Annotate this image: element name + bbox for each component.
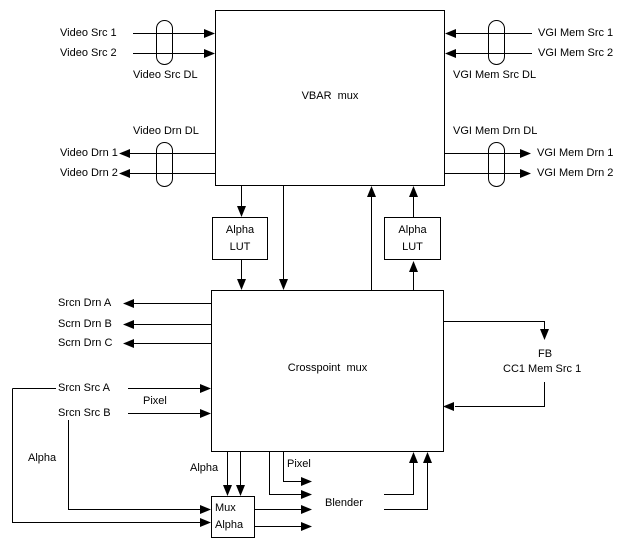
label-vgi-mem-drn-1: VGI Mem Drn 1 bbox=[537, 147, 614, 159]
wire-fb-to-crosspoint bbox=[443, 382, 545, 411]
label-vgi-mem-drn-2: VGI Mem Drn 2 bbox=[537, 167, 614, 179]
wire-video-src-2 bbox=[133, 49, 215, 58]
wire-alpha-lut-right-to-vbar bbox=[409, 186, 418, 217]
wire-alpha-lut-left-to-crosspoint bbox=[237, 260, 246, 290]
label-video-drn-1: Video Drn 1 bbox=[60, 147, 118, 159]
vbar-mux-box bbox=[215, 10, 445, 186]
mux-alpha-box: Mux Alpha bbox=[211, 496, 255, 538]
vgi-mem-src-dl-loop bbox=[488, 20, 505, 65]
vgi-mem-drn-dl-loop bbox=[488, 142, 505, 187]
mux-alpha-label-line2: Alpha bbox=[215, 519, 244, 531]
wire-crosspoint-alpha-1 bbox=[223, 452, 232, 496]
label-video-src-dl: Video Src DL bbox=[133, 69, 198, 81]
alpha-lut-left-label-line2: LUT bbox=[229, 240, 251, 253]
crosspoint-mux-box bbox=[211, 290, 444, 452]
label-video-src-1: Video Src 1 bbox=[60, 27, 117, 39]
crosspoint-mux-label: Crosspoint mux bbox=[287, 362, 368, 374]
label-srcn-src-a: Srcn Src A bbox=[58, 382, 110, 394]
label-fb: FB bbox=[538, 348, 553, 360]
video-drn-dl-loop bbox=[156, 142, 173, 187]
alpha-lut-left-label-line1: Alpha bbox=[225, 223, 255, 236]
wire-vbar-to-crosspoint bbox=[279, 186, 288, 290]
wire-pixel-out-upper bbox=[283, 452, 312, 486]
label-vgi-mem-src-1: VGI Mem Src 1 bbox=[538, 27, 614, 39]
label-video-drn-dl: Video Drn DL bbox=[133, 125, 199, 137]
wire-alpha-branch-src-b bbox=[68, 420, 211, 514]
video-src-dl-loop bbox=[156, 20, 173, 65]
wire-vbar-to-alpha-lut-left bbox=[237, 186, 246, 217]
label-scrn-drn-b: Scrn Drn B bbox=[58, 318, 112, 330]
alpha-lut-left-box: Alpha LUT bbox=[212, 217, 268, 260]
alpha-lut-right-label-line1: Alpha bbox=[398, 223, 427, 236]
label-vgi-mem-src-dl: VGI Mem Src DL bbox=[453, 69, 537, 81]
wire-video-src-1 bbox=[133, 29, 215, 38]
label-alpha-bottom: Alpha bbox=[190, 462, 219, 474]
label-vgi-mem-drn-dl: VGI Mem Drn DL bbox=[453, 125, 538, 137]
wire-crosspoint-to-alpha-lut-right bbox=[409, 261, 418, 290]
wire-vgi-mem-drn-2 bbox=[445, 169, 531, 178]
alpha-lut-right-label-line2: LUT bbox=[402, 240, 423, 253]
wire-srcn-drn-a bbox=[123, 299, 211, 308]
label-scrn-drn-c: Scrn Drn C bbox=[58, 337, 113, 349]
mux-alpha-label-line1: Mux bbox=[215, 502, 236, 514]
label-pixel-bottom: Pixel bbox=[287, 458, 311, 470]
label-srcn-drn-a: Srcn Drn A bbox=[58, 297, 112, 309]
vbar-mux-label: VBAR mux bbox=[301, 90, 359, 102]
wire-blender-to-crosspoint-1 bbox=[384, 452, 418, 495]
label-cc1-mem-src-1: CC1 Mem Src 1 bbox=[503, 363, 582, 375]
alpha-lut-right-box: Alpha LUT bbox=[384, 217, 441, 260]
wire-video-drn-2 bbox=[119, 169, 215, 178]
label-video-drn-2: Video Drn 2 bbox=[60, 167, 118, 179]
wire-scrn-drn-b bbox=[123, 320, 211, 329]
wire-vgi-mem-src-1 bbox=[445, 29, 532, 38]
label-vgi-mem-src-2: VGI Mem Src 2 bbox=[538, 47, 614, 59]
wire-srcn-src-b bbox=[128, 409, 211, 418]
label-alpha-left: Alpha bbox=[28, 452, 57, 464]
wire-pixel-out-lower bbox=[269, 452, 312, 499]
label-video-src-2: Video Src 2 bbox=[60, 47, 117, 59]
label-blender: Blender bbox=[325, 497, 363, 509]
wire-vgi-mem-src-2 bbox=[445, 49, 532, 58]
wire-alpha-branch-src-a bbox=[12, 388, 211, 527]
wire-srcn-src-a bbox=[12, 384, 211, 393]
wire-crosspoint-to-fb bbox=[443, 321, 549, 340]
wire-scrn-drn-c bbox=[123, 339, 211, 348]
wire-video-drn-1 bbox=[119, 149, 215, 158]
wire-vgi-mem-drn-1 bbox=[445, 149, 531, 158]
wire-crosspoint-to-vbar bbox=[367, 186, 376, 290]
wire-mux-alpha-out-2 bbox=[255, 522, 312, 531]
wire-crosspoint-alpha-2 bbox=[236, 452, 245, 496]
wire-blender-to-crosspoint-2 bbox=[384, 452, 432, 510]
label-pixel-mid: Pixel bbox=[143, 395, 167, 407]
label-srcn-src-b: Srcn Src B bbox=[58, 407, 111, 419]
wire-mux-alpha-out-1 bbox=[255, 505, 312, 514]
